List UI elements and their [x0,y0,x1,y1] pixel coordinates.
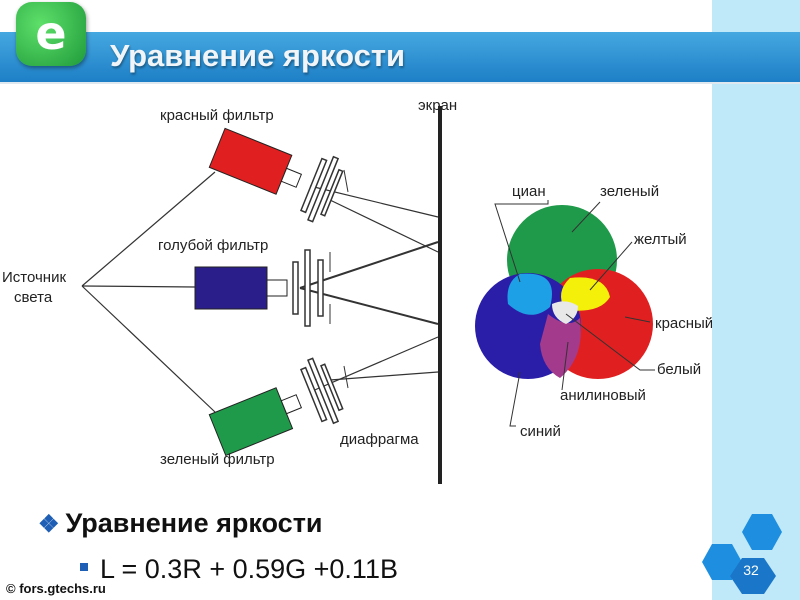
blue-lamp [194,266,288,310]
hexagon-page [730,558,776,594]
ray-source-to-green [81,285,216,413]
right-decorative-strip [712,0,800,600]
screen-label: экран [418,97,457,114]
blue-filter-label: голубой фильтр [158,237,268,254]
title-bar [0,32,800,84]
hexagon-left [702,544,742,580]
red-filter-label: красный фильтр [160,107,274,124]
square-bullet-icon [80,562,88,571]
color-mixing-diagram: красный фильтр голубой фильтр зеленый фи… [2,97,712,484]
yellow-label: желтый [634,231,687,248]
color-circles [475,205,653,379]
slide-title: Уравнение яркости [110,38,406,73]
source-label-line2: света [14,289,53,306]
diamond-bullet-icon: ❖ [38,511,60,538]
green-filter-label: зеленый фильтр [160,451,275,468]
diaphragm-label: диафрагма [340,431,419,448]
blue-label: синий [520,423,561,440]
cyan-overlap [507,273,552,315]
bullet-heading-text: Уравнение яркости [65,508,323,538]
label-pointers [494,200,655,427]
formula-line: L = 0.3R + 0.59G +0.11B [80,554,398,585]
hexagon-top [742,514,782,550]
logo-letter: e [35,6,67,60]
red-filter-plates [299,155,344,223]
adjustment-arrows [329,169,349,389]
green-label: зеленый [600,183,659,200]
aniline-label: анилиновый [560,387,646,404]
green-filter-plates [299,357,344,425]
green-lamp [208,387,303,457]
ray-source-to-red [81,171,216,287]
ray-red-to-screen-2 [329,199,439,253]
source-label-line1: Источник [2,269,66,286]
ray-green-to-screen-2 [329,371,439,381]
white-label: белый [657,361,701,378]
red-label: красный [655,315,712,332]
footer-site: © fors.gtechs.ru [6,581,106,596]
blue-filter-plates [292,249,324,327]
ray-source-to-blue [81,285,196,288]
bullet-heading: ❖Уравнение яркости [38,508,323,539]
cyan-label: циан [512,183,546,200]
yellow-overlap [561,277,610,311]
formula-text: L = 0.3R + 0.59G +0.11B [100,554,398,584]
hexagon-decoration [702,514,782,594]
page-number: 32 [743,562,759,578]
magenta-overlap [540,314,581,378]
red-lamp [208,127,303,195]
app-logo: e [16,2,86,66]
